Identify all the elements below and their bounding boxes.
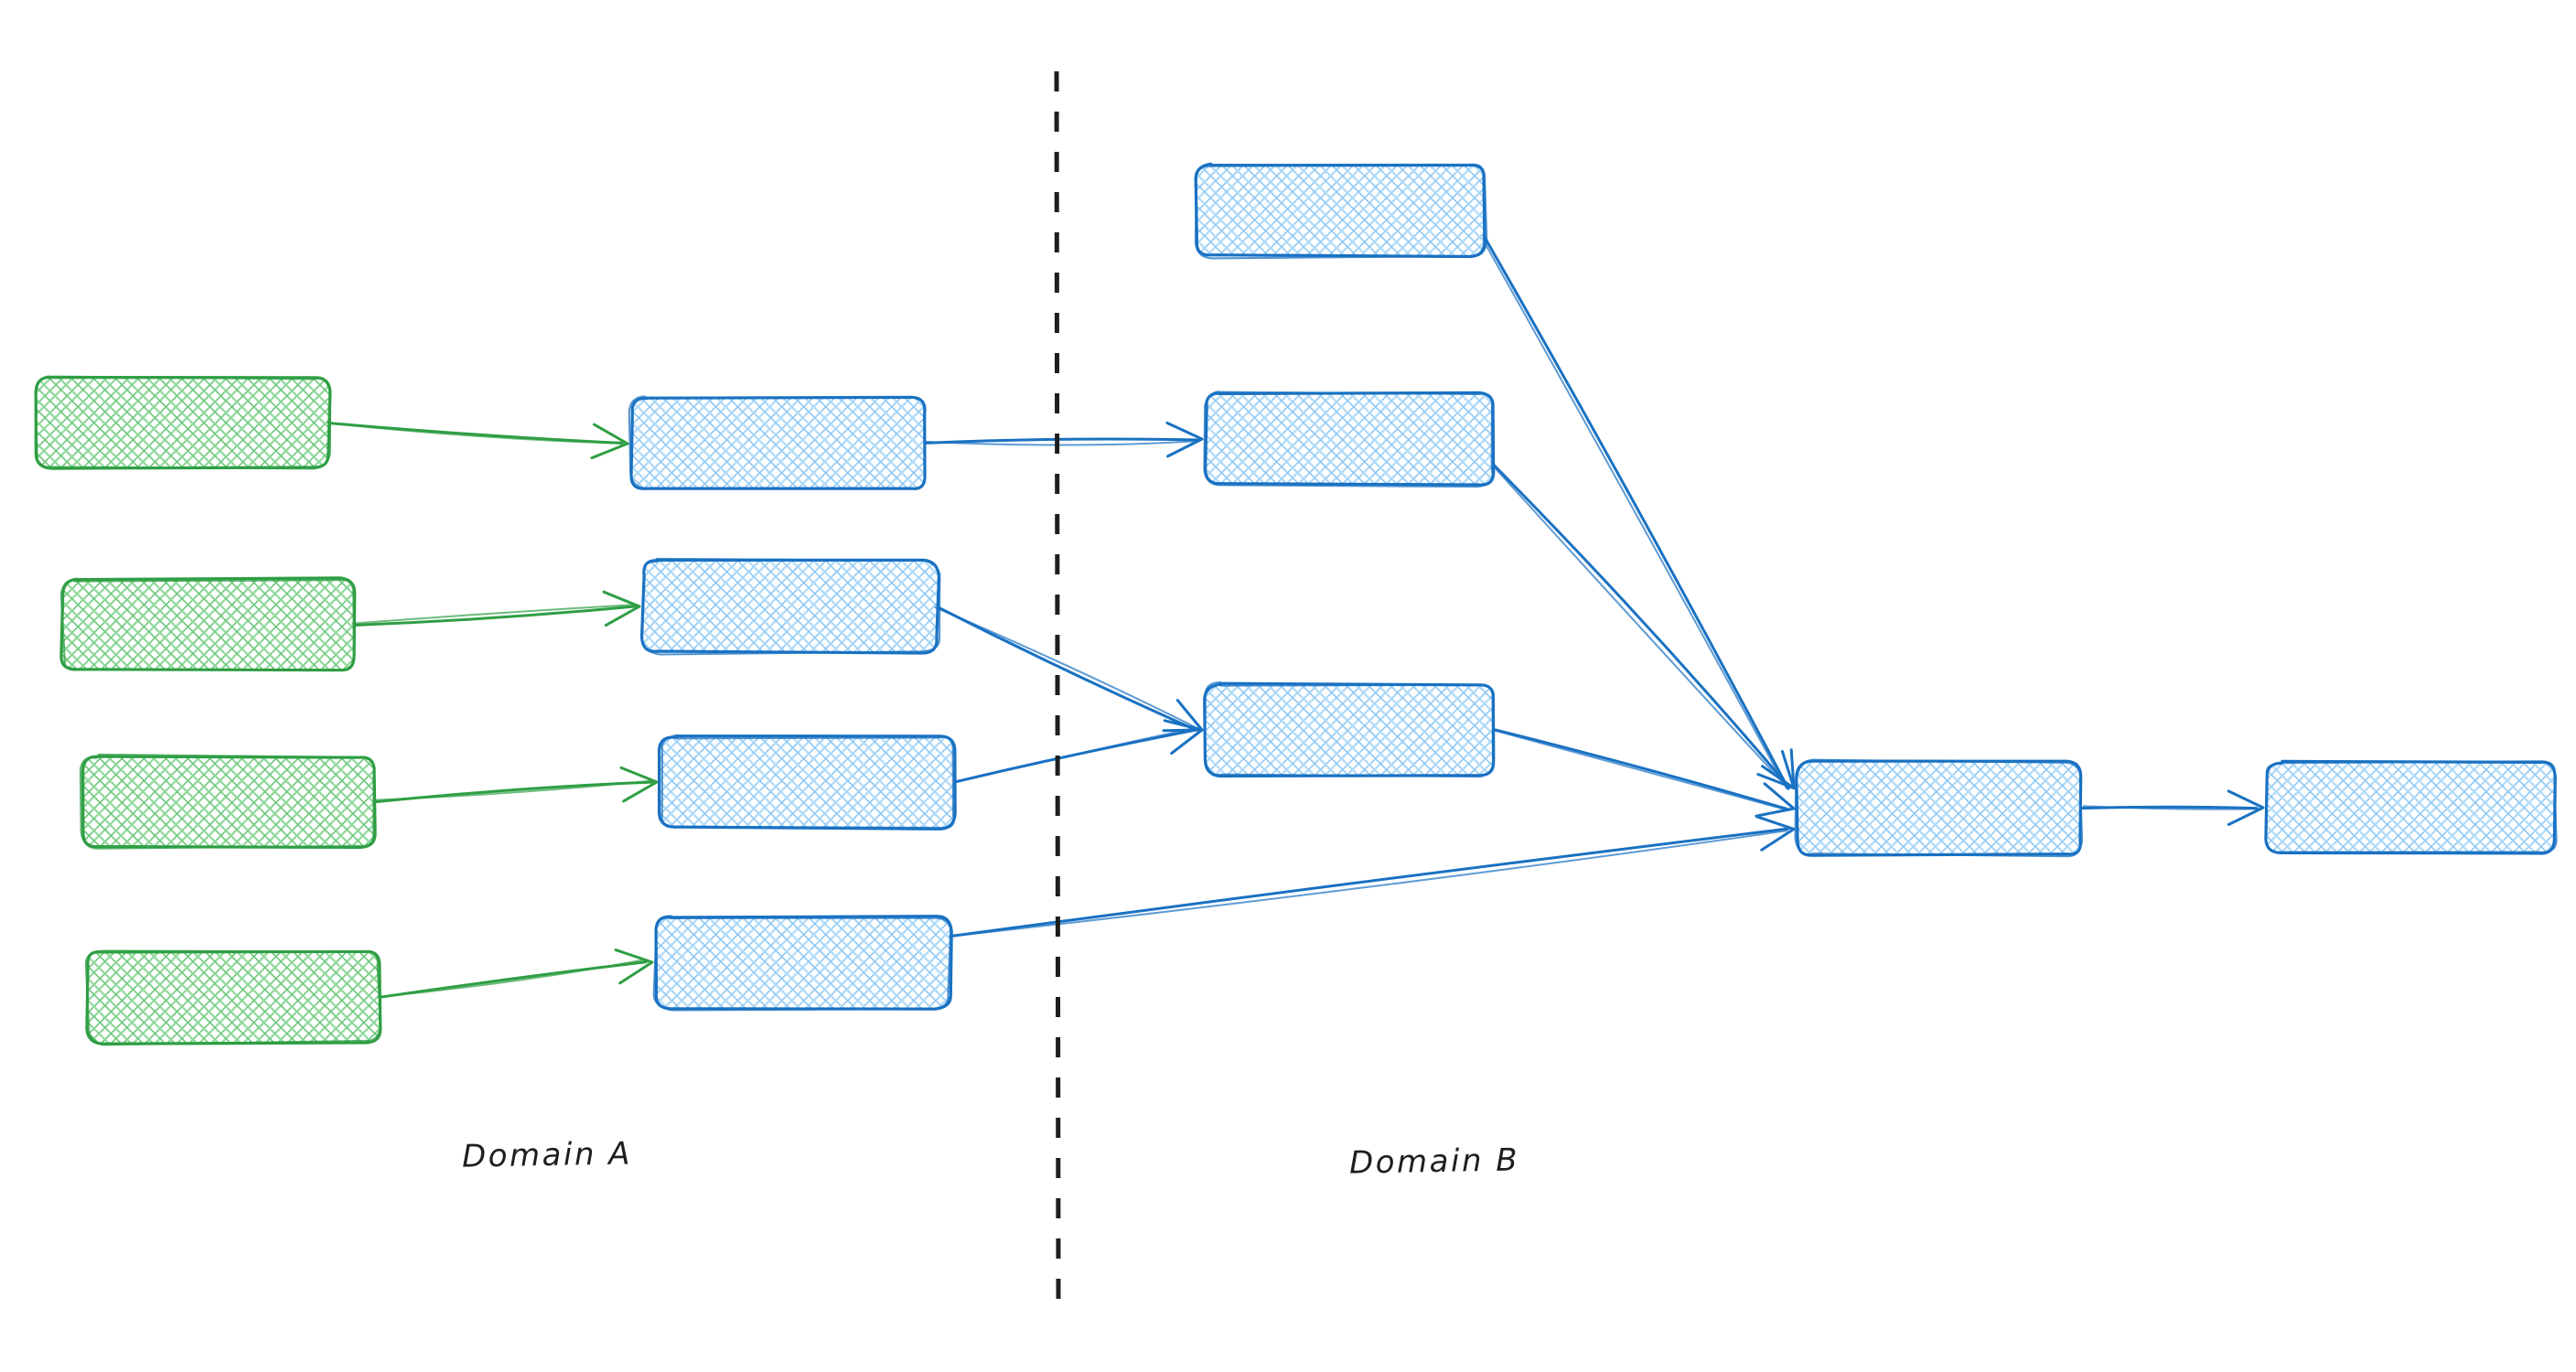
arrowhead-icon xyxy=(614,949,654,985)
node-outline xyxy=(1794,758,2084,858)
node-b2[interactable] xyxy=(640,557,941,656)
node-fill xyxy=(1197,165,1485,256)
node-c2[interactable] xyxy=(1203,681,1496,778)
node-outline xyxy=(640,557,941,656)
node-e1[interactable] xyxy=(2264,759,2558,855)
node-a3[interactable] xyxy=(79,753,377,850)
edge-b1-to-c1[interactable] xyxy=(922,421,1204,458)
node-fill xyxy=(62,579,355,670)
node-b3[interactable] xyxy=(658,734,957,831)
node-b4[interactable] xyxy=(652,915,953,1012)
node-outline xyxy=(34,375,332,470)
edge-line xyxy=(922,440,1199,446)
edge-b3-to-c2[interactable] xyxy=(953,719,1204,784)
domain-a-label: Domain A xyxy=(461,1135,633,1175)
edge-line xyxy=(934,606,1197,729)
edge-a2-to-b2[interactable] xyxy=(351,590,641,627)
edge-line xyxy=(949,830,1787,938)
domain-divider-line xyxy=(1054,70,1061,1302)
node-outline xyxy=(1204,681,1496,778)
edge-line xyxy=(330,422,624,445)
node-a4[interactable] xyxy=(84,949,382,1046)
edge-line xyxy=(1493,728,1790,811)
edge-line xyxy=(955,726,1197,783)
arrowhead-icon xyxy=(1755,815,1796,852)
node-fill xyxy=(656,916,950,1008)
edge-c2-to-d1[interactable] xyxy=(1493,728,1796,818)
edges-layer xyxy=(327,234,2265,999)
edge-line xyxy=(374,779,655,801)
arrowhead-icon xyxy=(1755,782,1796,818)
edge-line xyxy=(327,422,624,445)
node-outline xyxy=(79,753,375,850)
edge-line xyxy=(949,827,1790,938)
edge-a3-to-b3[interactable] xyxy=(373,766,659,804)
node-b1[interactable] xyxy=(628,395,927,490)
node-fill xyxy=(631,398,926,489)
node-fill xyxy=(37,377,329,468)
node-fill xyxy=(2267,762,2555,853)
nodes-layer xyxy=(34,162,2558,1046)
node-fill xyxy=(1798,762,2081,855)
node-outline xyxy=(59,578,355,671)
node-fill xyxy=(1206,684,1494,776)
arrowhead-icon xyxy=(619,766,659,803)
node-d1[interactable] xyxy=(1794,758,2084,858)
divider-layer xyxy=(1054,70,1061,1302)
node-fill xyxy=(87,951,380,1043)
edge-line xyxy=(1492,465,1788,788)
node-fill xyxy=(660,736,955,828)
arrowhead-icon xyxy=(602,590,641,627)
arrowhead-icon xyxy=(1165,421,1204,458)
edge-line xyxy=(937,606,1198,732)
edge-c0-to-d1[interactable] xyxy=(1481,234,1796,790)
edge-b4-to-d1[interactable] xyxy=(949,815,1796,938)
arrowhead-icon xyxy=(1163,719,1204,756)
edge-line xyxy=(1492,463,1791,789)
node-fill xyxy=(82,756,375,848)
node-outline xyxy=(85,949,382,1045)
node-a1[interactable] xyxy=(34,375,332,470)
edge-line xyxy=(376,959,646,998)
edge-line xyxy=(1494,729,1789,811)
edge-c1-to-d1[interactable] xyxy=(1492,463,1796,790)
arrowhead-icon xyxy=(2227,789,2265,826)
node-a2[interactable] xyxy=(59,576,357,672)
node-outline xyxy=(2265,760,2558,853)
node-c1[interactable] xyxy=(1203,391,1496,488)
edge-line xyxy=(1481,237,1787,790)
edge-b2-to-c2[interactable] xyxy=(934,606,1204,733)
edge-d1-to-e1[interactable] xyxy=(2080,789,2265,826)
edge-line xyxy=(1482,234,1790,790)
arrowhead-icon xyxy=(590,423,629,460)
arrowhead-icon xyxy=(1756,750,1796,790)
edge-line xyxy=(353,605,637,627)
node-outline xyxy=(628,395,927,490)
edge-line xyxy=(923,437,1199,445)
node-outline xyxy=(658,734,957,831)
edge-line xyxy=(2082,805,2259,810)
edge-a4-to-b4[interactable] xyxy=(376,949,654,999)
node-outline xyxy=(84,949,382,1046)
node-outline xyxy=(660,734,955,830)
node-outline xyxy=(1203,391,1494,488)
edge-a1-to-b1[interactable] xyxy=(327,422,629,460)
node-outline xyxy=(1194,163,1488,260)
edge-line xyxy=(351,604,637,625)
node-outline xyxy=(652,916,952,1012)
node-fill xyxy=(1206,393,1494,485)
node-c0[interactable] xyxy=(1194,162,1488,260)
node-fill xyxy=(643,561,938,652)
domain-b-label: Domain B xyxy=(1348,1142,1520,1182)
